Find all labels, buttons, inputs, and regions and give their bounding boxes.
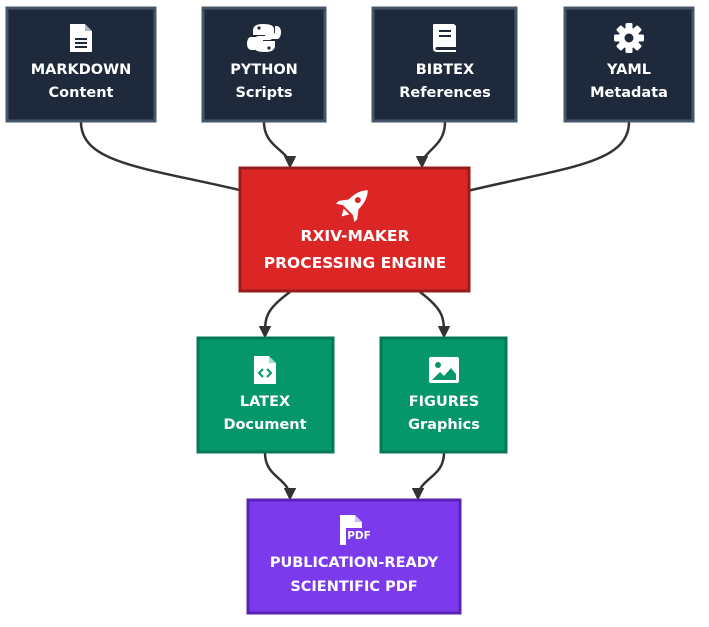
node-python: PYTHON Scripts [201,6,327,123]
node-figures-subtitle: Graphics [408,417,480,433]
node-bibtex-subtitle: References [399,85,491,101]
node-figures-title: FIGURES [409,394,480,410]
node-pdf: PDF PUBLICATION-READY SCIENTIFIC PDF [246,498,462,615]
edges [79,121,631,501]
node-pdf-title: PUBLICATION-READY [270,555,439,571]
edge-engine-to-latex [258,290,291,339]
edge-python-to-engine [262,121,297,169]
node-yaml: YAML Metadata [563,6,695,123]
node-bibtex: BIBTEX References [371,6,518,123]
edge-markdown-to-engine [79,121,255,197]
gear-icon [614,23,644,53]
book-icon [433,24,456,52]
node-engine-title: RXIV-MAKER [301,227,410,245]
rocket-icon [335,190,368,223]
edge-figures-to-pdf [411,452,446,501]
node-latex-subtitle: Document [223,417,306,433]
file-code-icon [254,356,276,384]
pdf-icon-label: PDF [347,530,371,542]
node-python-subtitle: Scripts [235,85,292,101]
image-icon [429,357,459,383]
node-bibtex-title: BIBTEX [416,62,474,78]
edge-yaml-to-engine [456,121,631,197]
file-text-icon [70,24,92,52]
edge-engine-to-figures [419,291,451,339]
node-yaml-title: YAML [606,62,651,78]
node-pdf-subtitle: SCIENTIFIC PDF [290,579,417,595]
node-engine-subtitle: PROCESSING ENGINE [264,254,447,272]
node-python-title: PYTHON [230,62,298,78]
node-markdown: MARKDOWN Content [5,6,157,123]
edge-latex-to-pdf [263,452,297,501]
node-latex: LATEX Document [196,336,335,454]
edge-bibtex-to-engine [415,121,447,169]
python-icon [247,24,281,52]
node-markdown-title: MARKDOWN [31,62,132,78]
file-pdf-icon: PDF [340,515,371,545]
node-engine: RXIV-MAKER PROCESSING ENGINE [238,166,471,293]
node-yaml-subtitle: Metadata [590,85,668,101]
node-latex-title: LATEX [240,394,290,410]
node-markdown-subtitle: Content [49,85,114,101]
node-figures: FIGURES Graphics [379,336,508,454]
